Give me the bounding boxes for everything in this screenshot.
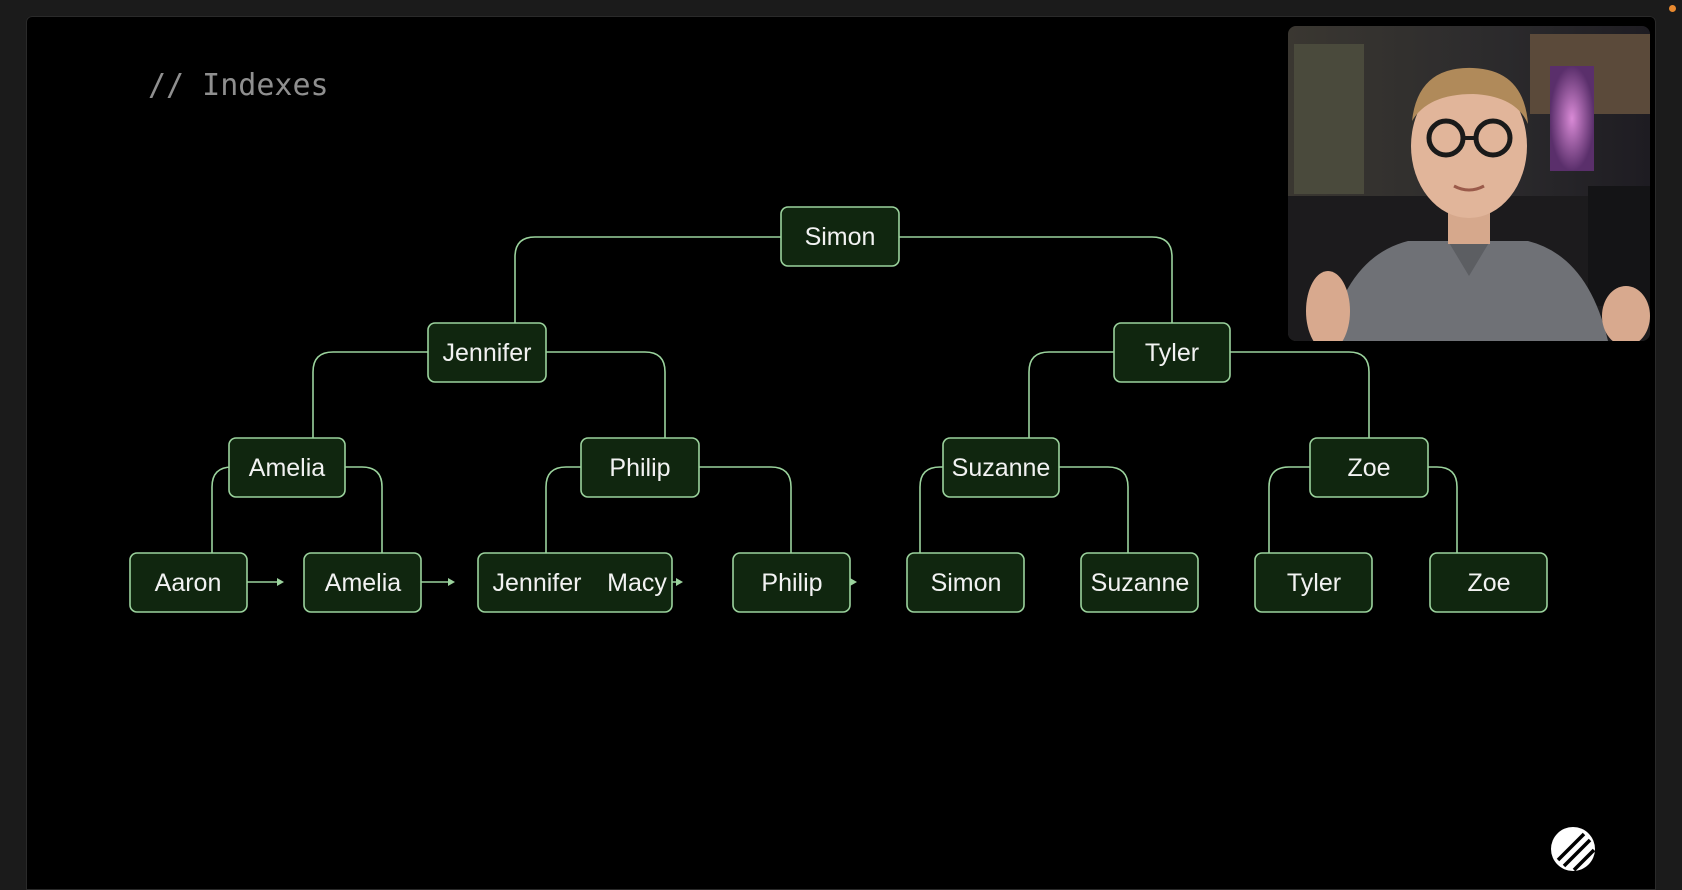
edge-tyler-right xyxy=(1230,351,1370,443)
node-level2-suzanne: Suzanne xyxy=(942,437,1060,498)
node-level2-philip: Philip xyxy=(580,437,700,498)
node-level2-zoe: Zoe xyxy=(1309,437,1429,498)
leaf-node-philip: Philip xyxy=(732,552,851,613)
edge-amelia-right xyxy=(345,466,383,557)
node-label: Tyler xyxy=(1145,339,1199,367)
leaf-node-suzanne: Suzanne xyxy=(1080,552,1199,613)
edge-philip-left xyxy=(545,466,581,557)
node-label: Tyler xyxy=(1287,569,1341,597)
tree-edges xyxy=(211,236,1458,557)
link-arrowhead xyxy=(277,578,284,586)
b-tree-diagram: Simon Jennifer Tyler Amelia Philip Suzan… xyxy=(129,206,1548,613)
edge-root-right xyxy=(899,236,1173,327)
node-label: Zoe xyxy=(1467,569,1510,597)
node-label: Suzanne xyxy=(952,454,1051,482)
edge-tyler-left xyxy=(1028,351,1114,443)
slide-canvas: // Indexes xyxy=(26,16,1656,890)
node-label: Jennifer xyxy=(493,569,582,597)
edge-suzanne-left xyxy=(919,466,943,557)
node-label: Suzanne xyxy=(1091,569,1190,597)
edge-root-left xyxy=(514,236,781,327)
node-label: Philip xyxy=(761,569,822,597)
node-label: Zoe xyxy=(1347,454,1390,482)
presenter-webcam-video xyxy=(1288,26,1650,341)
edge-zoe-left xyxy=(1268,466,1310,557)
recording-indicator-dot xyxy=(1669,5,1676,12)
node-label: Aaron xyxy=(155,569,222,597)
leaf-node-aaron: Aaron xyxy=(129,552,248,613)
leaf-node-simon: Simon xyxy=(906,552,1025,613)
node-level1-jennifer: Jennifer xyxy=(427,322,547,383)
slide-title: // Indexes xyxy=(148,68,329,103)
node-level2-amelia: Amelia xyxy=(228,437,346,498)
node-root: Simon xyxy=(780,206,900,267)
planetscale-logo-icon xyxy=(1551,827,1596,872)
edge-zoe-right xyxy=(1428,466,1458,557)
node-label: Philip xyxy=(609,454,670,482)
link-arrowhead xyxy=(448,578,455,586)
node-label: Macy xyxy=(607,569,667,597)
leaf-node-amelia: Amelia xyxy=(303,552,422,613)
node-label: Amelia xyxy=(249,454,326,482)
node-label: Jennifer xyxy=(443,339,532,367)
edge-jennifer-right xyxy=(546,351,666,443)
edge-philip-right xyxy=(699,466,792,557)
link-arrowhead xyxy=(676,578,683,586)
edge-suzanne-right xyxy=(1059,466,1129,557)
node-label: Amelia xyxy=(325,569,402,597)
node-level1-tyler: Tyler xyxy=(1113,322,1231,383)
leaf-node-zoe: Zoe xyxy=(1429,552,1548,613)
edge-jennifer-left xyxy=(312,351,428,443)
node-label: Simon xyxy=(805,223,876,251)
node-label: Simon xyxy=(931,569,1002,597)
link-arrowhead xyxy=(850,578,857,586)
leaf-node-tyler: Tyler xyxy=(1254,552,1373,613)
leaf-node-jennifer-macy: Jennifer Macy xyxy=(477,552,673,613)
